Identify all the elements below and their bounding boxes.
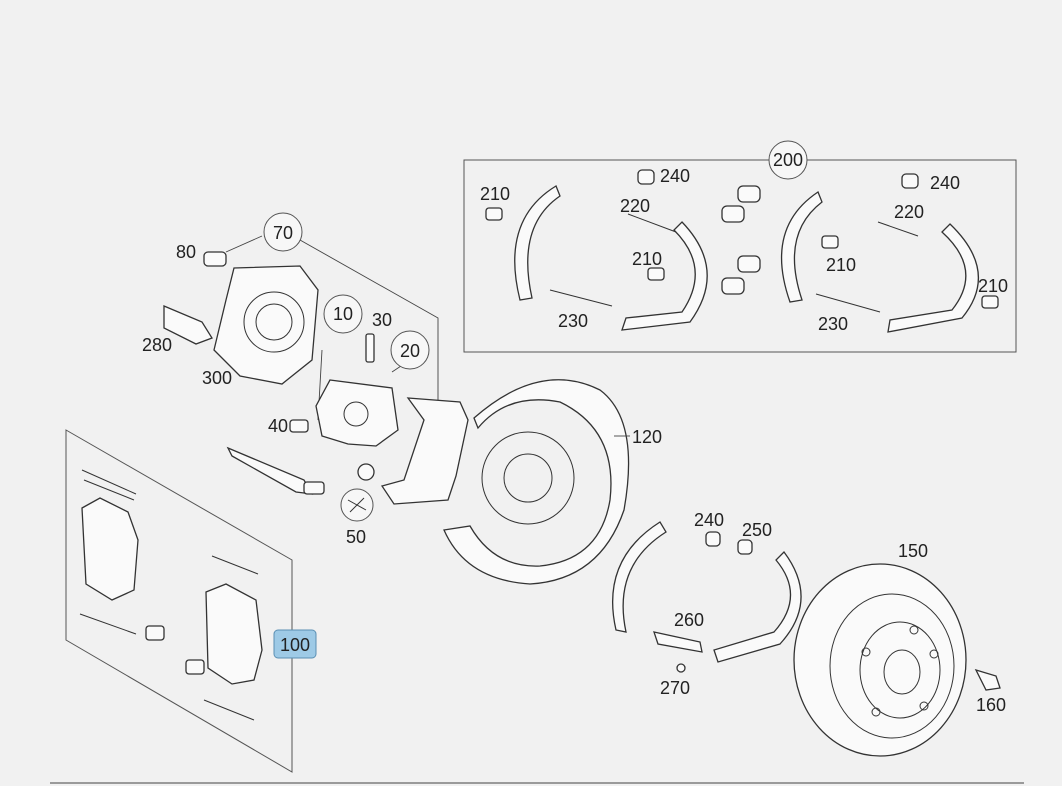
nut-240-a[interactable] xyxy=(637,169,655,185)
callout-220-a[interactable]: 220 xyxy=(620,196,650,216)
parking-brake-lower-group xyxy=(612,521,802,673)
spring-230-b[interactable] xyxy=(815,293,881,313)
adjuster-260[interactable] xyxy=(653,631,703,653)
dust-shield-120[interactable] xyxy=(443,379,630,585)
callout-210-c[interactable]: 210 xyxy=(826,255,856,275)
callout-10[interactable]: 10 xyxy=(333,304,353,324)
callout-300[interactable]: 300 xyxy=(202,368,232,388)
callout-210-b[interactable]: 210 xyxy=(632,249,662,269)
bolt-40[interactable] xyxy=(289,419,309,433)
brake-shoe-left-1[interactable] xyxy=(514,185,561,301)
brake-pad-1[interactable] xyxy=(81,497,139,601)
spring-270[interactable] xyxy=(676,663,686,673)
callout-70[interactable]: 70 xyxy=(273,223,293,243)
callout-circle-70[interactable] xyxy=(263,212,303,252)
callout-210-d[interactable]: 210 xyxy=(978,276,1008,296)
nut-240-b[interactable] xyxy=(901,173,919,189)
callout-80[interactable]: 80 xyxy=(176,242,196,262)
callout-240-b[interactable]: 240 xyxy=(930,173,960,193)
callout-260[interactable]: 260 xyxy=(674,610,704,630)
dust-shield-group xyxy=(443,379,630,585)
bleeder-screw-30[interactable] xyxy=(365,333,375,363)
nut-250[interactable] xyxy=(737,539,753,555)
nut-240-c[interactable] xyxy=(705,531,721,547)
callout-100-highlight[interactable] xyxy=(273,629,317,659)
callout-circle-10[interactable] xyxy=(323,294,363,334)
callout-240-c[interactable]: 240 xyxy=(694,510,724,530)
parking-shoe-lower-right[interactable] xyxy=(713,551,802,663)
spring-220-b[interactable] xyxy=(877,221,919,237)
pin-210-b[interactable] xyxy=(647,267,665,281)
pad-bolt-a[interactable] xyxy=(145,625,165,641)
parking-brake-kit-frame xyxy=(463,159,1017,353)
pin-210-a[interactable] xyxy=(485,207,503,221)
brake-shoe-right-1[interactable] xyxy=(780,191,823,303)
spring-220-a[interactable] xyxy=(627,213,677,233)
callout-labels: 200 210 210 210 210 220 220 230 230 240 … xyxy=(142,150,1008,715)
brake-pad-kit-frame xyxy=(65,429,293,773)
cap-grommet[interactable] xyxy=(357,463,375,481)
parking-brake-kit-group xyxy=(463,140,1017,353)
brake-pad-2[interactable] xyxy=(205,583,263,685)
callout-circle-20[interactable] xyxy=(390,330,430,370)
callout-100[interactable]: 100 xyxy=(280,635,310,655)
callout-210-a[interactable]: 210 xyxy=(480,184,510,204)
spring-230-a[interactable] xyxy=(549,289,613,307)
caliper-housing-10[interactable] xyxy=(315,379,399,447)
screw-160[interactable] xyxy=(974,668,1001,691)
parking-shoe-lower-left[interactable] xyxy=(612,521,667,633)
caliper-carrier[interactable] xyxy=(380,397,469,505)
callout-250[interactable]: 250 xyxy=(742,520,772,540)
bolts-center-group xyxy=(721,185,761,295)
wheel-carrier-group xyxy=(163,212,439,404)
caliper-group xyxy=(289,294,469,505)
pin-210-c[interactable] xyxy=(821,235,839,249)
callout-30[interactable]: 30 xyxy=(372,310,392,330)
callout-280[interactable]: 280 xyxy=(142,335,172,355)
bracket-280[interactable] xyxy=(163,305,213,345)
bolt-80[interactable] xyxy=(203,251,227,267)
pin-210-d[interactable] xyxy=(981,295,999,309)
callout-230-b[interactable]: 230 xyxy=(818,314,848,334)
brake-disc-group xyxy=(50,563,1024,784)
callout-270[interactable]: 270 xyxy=(660,678,690,698)
pad-bolt-b[interactable] xyxy=(185,659,205,675)
callout-240-a[interactable]: 240 xyxy=(660,166,690,186)
brake-shoe-right-2[interactable] xyxy=(887,223,980,333)
callout-circle-200[interactable] xyxy=(768,140,808,180)
callout-200[interactable]: 200 xyxy=(773,150,803,170)
brake-pad-kit-group xyxy=(65,429,317,773)
grease-tube-group xyxy=(226,446,374,522)
callout-230-a[interactable]: 230 xyxy=(558,311,588,331)
brake-shoe-left-2[interactable] xyxy=(621,221,708,331)
callout-160[interactable]: 160 xyxy=(976,695,1006,715)
callout-220-b[interactable]: 220 xyxy=(894,202,924,222)
callout-20[interactable]: 20 xyxy=(400,341,420,361)
callout-120[interactable]: 120 xyxy=(632,427,662,447)
callout-50[interactable]: 50 xyxy=(346,527,366,547)
callout-150[interactable]: 150 xyxy=(898,541,928,561)
callout-40[interactable]: 40 xyxy=(268,416,288,436)
wheel-carrier-70[interactable] xyxy=(213,265,319,385)
brake-disc-150[interactable] xyxy=(793,563,967,757)
grease-tube[interactable] xyxy=(226,446,314,495)
